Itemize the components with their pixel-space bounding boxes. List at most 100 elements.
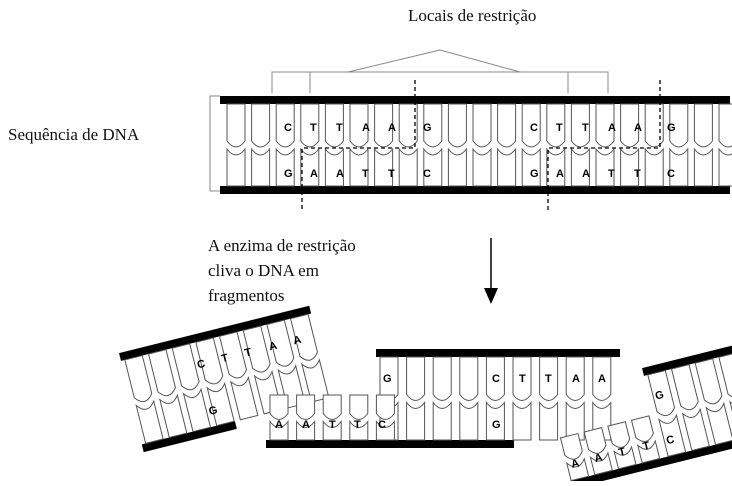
base-pair-rung (218, 331, 259, 421)
base-pair-rung (539, 356, 559, 441)
frag1-base-4: A (292, 334, 303, 348)
bottom-backbone (220, 186, 730, 194)
base-pair-rung (374, 103, 394, 187)
site1-top-base-4: A (388, 122, 396, 134)
dna-sequence-bracket (209, 95, 220, 192)
site2-top-base-1: T (556, 122, 563, 134)
frag3-base-4: C (665, 434, 676, 448)
site2-top-base-0: C (530, 122, 538, 134)
base-pair-rung (669, 103, 689, 187)
cut-line-2 (547, 80, 661, 212)
base-pair-rung (349, 103, 369, 187)
site2-top-base-5: G (667, 122, 676, 134)
restriction-site-brackets (271, 49, 609, 93)
base-pair-rung (195, 337, 235, 427)
frag3-base-0: A (570, 457, 581, 471)
base-pair-rung (296, 394, 316, 441)
frag2-top-base-4: A (598, 373, 606, 385)
base-pair-rung (324, 103, 344, 187)
base-pair-rung (266, 319, 306, 409)
base-pair-rung (472, 103, 492, 187)
enzyme-caption: A enzima de restrição cliva o DNA em fra… (208, 233, 428, 308)
site2-top-base-2: T (582, 122, 589, 134)
site2-bottom-base-5: C (667, 168, 675, 180)
base-pair-rung (718, 103, 732, 187)
fragment-right: G A A T T C (559, 344, 732, 486)
site1-top-base-3: A (362, 122, 370, 134)
base-pair-rung (607, 421, 637, 470)
base-pair-rung (269, 394, 289, 441)
frag2-bottom-base-3: T (354, 419, 361, 431)
base-pair-rung (512, 356, 532, 441)
base-pair-rung (565, 356, 585, 441)
frag3-base-1: A (593, 452, 604, 466)
base-pair-rung (300, 103, 320, 187)
site2-bottom-base-2: A (582, 168, 590, 180)
frag1-end-base: G (208, 404, 219, 418)
base-pair-rung (349, 394, 369, 441)
base-pair-rung (718, 352, 732, 440)
fragment-middle: A A T T C G C T T A A G (266, 349, 620, 448)
frag2-bottom-base-0: A (275, 419, 283, 431)
base-pair-rung (423, 103, 443, 187)
site2-bottom-base-3: T (608, 168, 615, 180)
base-pair-rung (459, 356, 479, 441)
enzyme-caption-line-2: cliva o DNA em (208, 261, 319, 280)
main-base-pairs (226, 103, 732, 187)
base-pair-rung (644, 103, 664, 187)
base-pair-rung (242, 325, 283, 415)
base-pair-rung (630, 415, 661, 464)
base-pair-rung (432, 356, 452, 441)
frag2-bottom-base-4: C (378, 419, 386, 431)
site2-bottom-base-0: G (530, 168, 539, 180)
site1-top-base-5: G (423, 122, 432, 134)
frag1-base-2: T (243, 346, 253, 359)
frag1-base-0: C (196, 358, 207, 372)
frag2-top-base-1: T (519, 373, 526, 385)
base-pair-rung (583, 427, 613, 476)
frag2-top-base-2: T (545, 373, 552, 385)
dna-sequence-label: Sequência de DNA (8, 125, 140, 144)
cut-lines (301, 80, 661, 212)
frag2-bottom-end: G (492, 419, 501, 431)
frag2-bottom-base-2: T (329, 419, 336, 431)
base-pair-rung (546, 103, 566, 187)
frag3-top-start: G (654, 389, 665, 403)
base-pair-rung (171, 343, 212, 433)
base-pair-rung (559, 432, 590, 482)
site1-top-base-2: T (336, 122, 343, 134)
frag3-base-2: T (617, 446, 627, 459)
frag3-base-3: T (642, 440, 652, 453)
fragment-left: C T T A A G (119, 305, 330, 453)
site1-top-base-0: C (284, 122, 292, 134)
base-pair-rung (592, 356, 612, 441)
base-pair-rung (521, 103, 541, 187)
fragment-left-rungs (124, 313, 330, 444)
cut-line-1 (301, 80, 416, 212)
enzyme-caption-line-3: fragmentos (208, 286, 285, 305)
site1-bottom-base-5: C (423, 168, 431, 180)
frag2-top-base-3: A (572, 373, 580, 385)
base-pair-rung (322, 394, 342, 441)
base-pair-rung (147, 349, 188, 439)
base-pair-rung (693, 103, 713, 187)
site1-bottom-base-0: G (284, 168, 293, 180)
base-pair-rung (670, 364, 710, 452)
base-pair-rung (485, 356, 505, 441)
base-pair-rung (289, 313, 330, 403)
base-pair-rung (226, 103, 246, 187)
top-backbone (220, 96, 730, 104)
restriction-sites-label: Locais de restrição (408, 6, 537, 25)
enzyme-caption-line-1: A enzima de restrição (208, 236, 356, 255)
base-pair-rung (406, 356, 426, 441)
frag1-base-3: A (268, 340, 279, 354)
restriction-site-1: C T T A A G G A A T T C (284, 122, 432, 180)
base-pair-rung (647, 369, 687, 458)
site1-top-base-1: T (310, 122, 317, 134)
base-pair-rung (497, 103, 517, 187)
down-arrow-icon (484, 238, 498, 304)
base-pair-rung (275, 103, 295, 187)
base-pair-rung (570, 103, 590, 187)
base-pair-rung (694, 358, 732, 446)
